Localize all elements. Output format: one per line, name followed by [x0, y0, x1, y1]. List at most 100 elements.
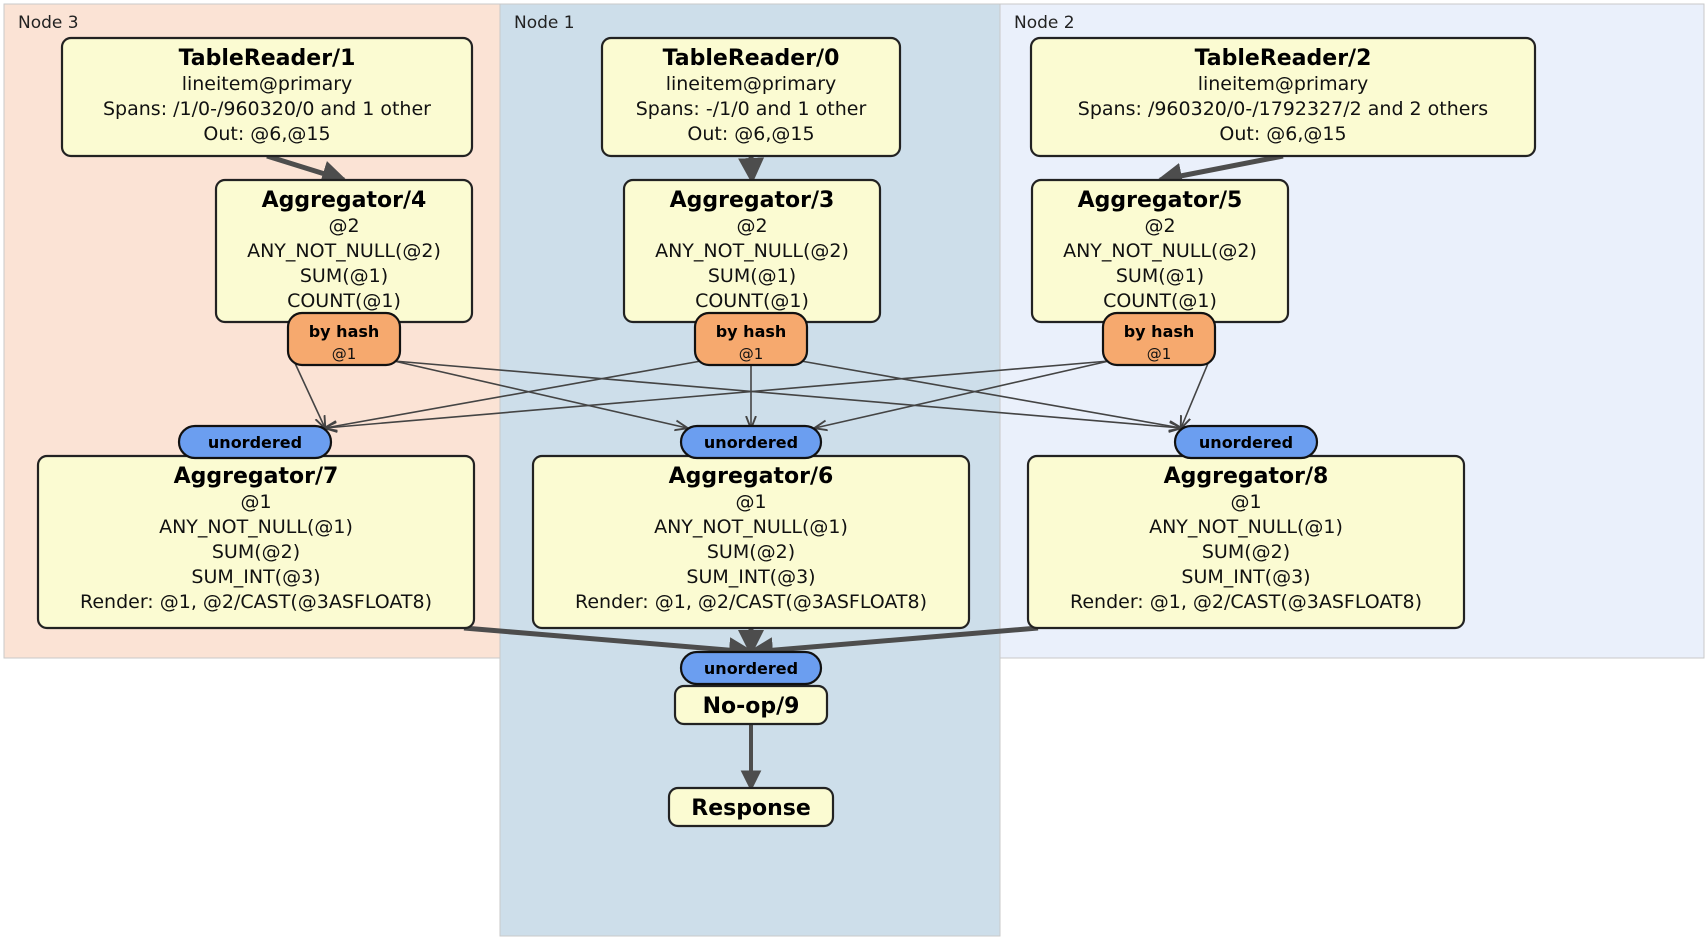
processor-box[interactable] — [673, 684, 829, 726]
edge-by-hash-3-to-unordered-7 — [325, 360, 702, 428]
processor-detail-line: COUNT(@1) — [695, 290, 809, 312]
router-sublabel: @1 — [1147, 345, 1172, 363]
processor-detail-line: ANY_NOT_NULL(@1) — [1149, 516, 1343, 538]
router-sublabel: @1 — [332, 345, 357, 363]
edge-by-hash-4-to-unordered-7 — [293, 360, 325, 428]
processor-detail-line: ANY_NOT_NULL(@2) — [247, 240, 441, 262]
edge-tablereader-2-to-aggregator-5 — [1156, 153, 1284, 189]
processor-detail-line: Render: @1, @2/CAST(@3ASFLOAT8) — [575, 591, 927, 613]
processor-detail-line: Render: @1, @2/CAST(@3ASFLOAT8) — [1070, 591, 1422, 613]
hash-router-shape[interactable] — [286, 311, 402, 367]
processor-detail-line: ANY_NOT_NULL(@1) — [159, 516, 353, 538]
processor-detail-line: COUNT(@1) — [1103, 290, 1217, 312]
router-unordered-9[interactable]: unordered — [679, 650, 823, 686]
processor-detail-line: SUM(@2) — [1202, 541, 1290, 563]
hash-router-shape[interactable] — [693, 311, 809, 367]
router-label: unordered — [1199, 433, 1293, 452]
processor-detail-line: Out: @6,@15 — [1219, 123, 1346, 145]
router-unordered-6[interactable]: unordered — [679, 424, 823, 460]
processor-response[interactable]: Response — [667, 786, 835, 828]
router-label: unordered — [704, 659, 798, 678]
processor-title: Aggregator/6 — [669, 464, 834, 489]
processor-detail-line: @2 — [1144, 215, 1175, 237]
processor-detail-line: SUM(@1) — [300, 265, 388, 287]
processor-title: TableReader/2 — [1195, 46, 1372, 71]
edges — [266, 153, 1284, 792]
panel-label: Node 1 — [514, 13, 575, 33]
processor-detail-line: SUM_INT(@3) — [191, 566, 320, 588]
edge-by-hash-4-to-unordered-6 — [393, 360, 687, 428]
router-unordered-8[interactable]: unordered — [1173, 424, 1319, 460]
processor-title: Aggregator/8 — [1164, 464, 1329, 489]
processor-detail-line: lineitem@primary — [182, 73, 353, 95]
processor-detail-line: SUM(@1) — [708, 265, 796, 287]
processor-title: Aggregator/4 — [262, 188, 427, 213]
router-by-hash-4[interactable]: by hash @1 — [286, 311, 402, 367]
router-label: by hash — [1124, 322, 1195, 341]
processor-title: Aggregator/3 — [670, 188, 835, 213]
processor-box[interactable] — [60, 36, 474, 158]
edge-tablereader-0-to-aggregator-3 — [738, 155, 765, 184]
router-by-hash-3[interactable]: by hash@1 — [693, 311, 809, 367]
processor-detail-line: ANY_NOT_NULL(@1) — [654, 516, 848, 538]
processor-box[interactable] — [667, 786, 835, 828]
processor-detail-line: Render: @1, @2/CAST(@3ASFLOAT8) — [80, 591, 432, 613]
unordered-router-shape[interactable] — [1173, 424, 1319, 460]
processor-detail-line: SUM(@2) — [212, 541, 300, 563]
processor-detail-line: @1 — [1230, 491, 1261, 513]
unordered-router-shape[interactable] — [177, 424, 333, 460]
router-unordered-7[interactable]: unordered — [177, 424, 333, 460]
edge-by-hash-3-to-unordered-8 — [800, 360, 1181, 428]
router-label: by hash — [716, 322, 787, 341]
edge-by-hash-5-to-unordered-7 — [325, 360, 1110, 428]
edge-by-hash-5-to-unordered-6 — [815, 360, 1110, 428]
unordered-router-shape[interactable] — [679, 650, 823, 686]
processor-detail-line: Spans: /1/0-/960320/0 and 1 other — [103, 98, 431, 120]
processor-detail-line: lineitem@primary — [666, 73, 837, 95]
processor-title: Response — [691, 796, 811, 821]
edge-tablereader-1-to-aggregator-4 — [266, 153, 348, 186]
processor-detail-line: ANY_NOT_NULL(@2) — [655, 240, 849, 262]
processor-detail-line: ANY_NOT_NULL(@2) — [1063, 240, 1257, 262]
router-by-hash-5[interactable]: by hash @1 — [1101, 311, 1217, 367]
edge-by-hash-4-to-unordered-8 — [393, 360, 1181, 428]
processor-detail-line: Out: @6,@15 — [687, 123, 814, 145]
processor-title: Aggregator/5 — [1078, 188, 1243, 213]
processor-title: Aggregator/7 — [174, 464, 339, 489]
processor-detail-line: @1 — [240, 491, 271, 513]
processor-detail-line: Spans: /960320/0-/1792327/2 and 2 others — [1078, 98, 1488, 120]
processor-detail-line: SUM(@1) — [1116, 265, 1204, 287]
edge-aggregator-7-to-unordered-9 — [463, 625, 755, 664]
router-label: unordered — [208, 433, 302, 452]
unordered-router-shape[interactable] — [679, 424, 823, 460]
processor-detail-line: SUM_INT(@3) — [686, 566, 815, 588]
processor-detail-line: SUM_INT(@3) — [1181, 566, 1310, 588]
processor-box[interactable] — [1029, 36, 1537, 158]
processor-no-op-9[interactable]: No-op/9 — [673, 684, 829, 726]
processor-detail-line: @2 — [328, 215, 359, 237]
processor-title: TableReader/0 — [663, 46, 840, 71]
hash-router-shape[interactable] — [1101, 311, 1217, 367]
edge-by-hash-5-to-unordered-8 — [1181, 360, 1210, 428]
processor-detail-line: lineitem@primary — [1198, 73, 1369, 95]
router-label: unordered — [704, 433, 798, 452]
processor-detail-line: Spans: -/1/0 and 1 other — [636, 98, 867, 120]
processor-box[interactable] — [600, 36, 902, 158]
processor-detail-line: @2 — [736, 215, 767, 237]
processor-detail-line: SUM(@2) — [707, 541, 795, 563]
panel-label: Node 3 — [18, 13, 79, 33]
processor-detail-line: COUNT(@1) — [287, 290, 401, 312]
router-label: by hash — [309, 322, 380, 341]
processor-detail-line: @1 — [735, 491, 766, 513]
processor-detail-line: Out: @6,@15 — [203, 123, 330, 145]
